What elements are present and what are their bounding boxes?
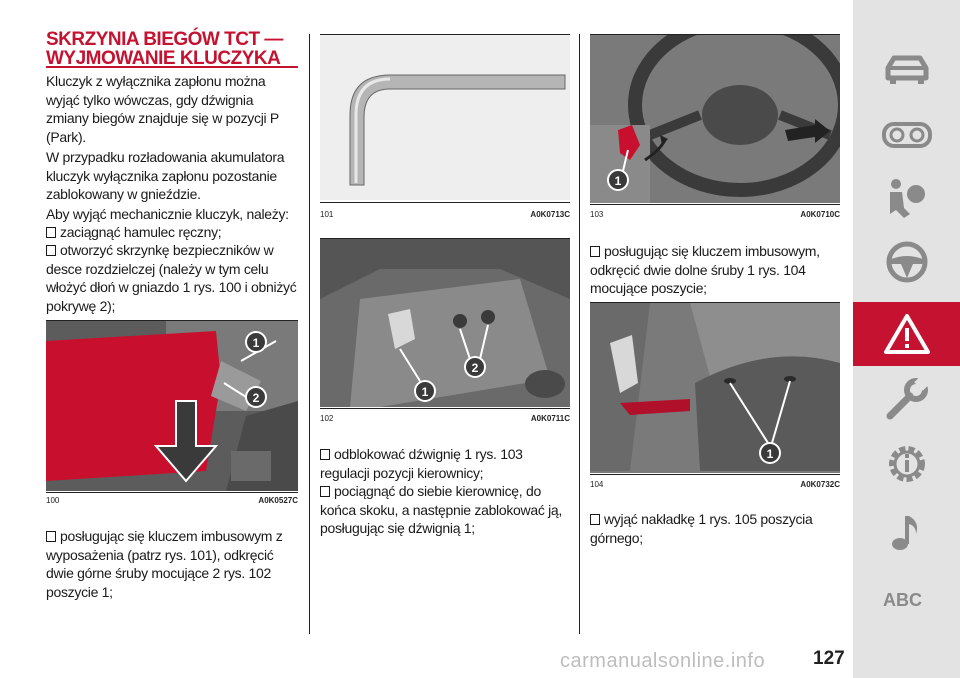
warning-triangle-icon [884, 314, 930, 354]
figure-code: A0K0527C [258, 496, 298, 505]
callout-1: 1 [767, 447, 774, 461]
sidebar-item-safety[interactable] [853, 166, 960, 230]
figure-number: 100 [46, 496, 60, 505]
figure-code: A0K0713C [530, 210, 570, 219]
checkbox-bullet [320, 449, 330, 460]
sidebar-item-maintenance[interactable] [853, 366, 960, 430]
checkbox-bullet [46, 227, 56, 238]
callout-2: 2 [253, 391, 260, 405]
figure-code: A0K0711C [530, 414, 570, 423]
sidebar-item-driving[interactable] [853, 230, 960, 294]
page-number: 127 [813, 648, 845, 669]
chapter-sidebar: ABC [853, 0, 960, 678]
callout-2: 2 [472, 361, 479, 375]
checkbox-bullet [590, 514, 600, 525]
checkbox-bullet [46, 245, 56, 256]
section-title-line1: SKRZYNIA BIEGÓW TCT — [46, 29, 283, 50]
sidebar-item-index[interactable]: ABC [883, 590, 922, 610]
step-text: zaciągnąć hamulec ręczny; [60, 224, 222, 240]
figure-code: A0K0732C [800, 480, 840, 489]
section-title-line2: WYJMOWANIE KLUCZYKA [46, 48, 281, 69]
figure-number: 104 [590, 480, 604, 489]
title-underline [46, 66, 298, 68]
sidebar-item-car[interactable] [853, 38, 960, 102]
figure-code: A0K0710C [800, 210, 840, 219]
step-item: odblokować dźwignię 1 rys. 103 regulacji… [320, 445, 570, 482]
checkbox-bullet [590, 246, 600, 257]
checkbox-bullet [320, 486, 330, 497]
figure-number: 101 [320, 210, 334, 219]
callout-1: 1 [615, 174, 622, 188]
dashboard-icon [882, 122, 932, 148]
figure-100: 1 2 100 A0K0527C [46, 320, 298, 508]
step-item: pociągnąć do siebie kierownicę, do końca… [320, 482, 570, 538]
hex-key-illustration [320, 35, 570, 200]
column-divider [309, 34, 310, 634]
sidebar-item-technical[interactable] [853, 432, 960, 496]
step-item: posługując się kluczem imbusowym, odkręc… [590, 242, 842, 298]
sidebar-item-multimedia[interactable] [853, 500, 960, 564]
paragraph-steps-intro: Aby wyjąć mechanicznie kluczyk, należy: [46, 206, 289, 222]
fuse-box-illustration: 1 2 [46, 321, 298, 491]
step-item: posługując się kluczem imbusowym z wypos… [46, 527, 298, 601]
step-text: wyjąć nakładkę 1 rys. 105 poszycia górne… [590, 511, 813, 546]
step-text: otworzyć skrzynkę bezpieczników w desce … [46, 242, 297, 314]
paragraph-battery: W przypadku rozładowania akumulatora klu… [46, 149, 285, 202]
figure-104: 1 104 A0K0732C [590, 302, 840, 490]
watermark-text: carmanualsonline.info [560, 650, 766, 672]
sidebar-item-dashboard[interactable] [853, 102, 960, 166]
airbag-icon [890, 179, 925, 218]
steering-column-cover-illustration: 1 2 [320, 239, 570, 407]
step-text: posługując się kluczem imbusowym z wypos… [46, 528, 283, 600]
paragraph-intro: Kluczyk z wyłącznika zapłonu można wyjąć… [46, 73, 279, 145]
figure-number: 102 [320, 414, 334, 423]
step-text: posługując się kluczem imbusowym, odkręc… [590, 243, 820, 296]
figure-103: 1 103 A0K0710C [590, 34, 840, 222]
callout-1: 1 [253, 336, 260, 350]
steering-wheel-icon [886, 241, 928, 283]
sidebar-item-emergency[interactable] [853, 302, 960, 366]
checkbox-bullet [46, 531, 56, 542]
figure-number: 103 [590, 210, 604, 219]
step-text: pociągnąć do siebie kierownicę, do końca… [320, 483, 563, 536]
step-item: zaciągnąć hamulec ręczny; [46, 223, 298, 242]
gear-info-icon [889, 446, 925, 482]
wrench-icon [886, 375, 930, 420]
step-item: wyjąć nakładkę 1 rys. 105 poszycia górne… [590, 510, 842, 547]
lower-cover-screws-illustration: 1 [590, 303, 840, 473]
step-text: odblokować dźwignię 1 rys. 103 regulacji… [320, 446, 523, 481]
step-item: otworzyć skrzynkę bezpieczników w desce … [46, 241, 298, 315]
figure-101: 101 A0K0713C [320, 34, 570, 222]
steering-wheel-illustration: 1 [590, 35, 840, 203]
car-icon [885, 55, 929, 84]
column-divider [579, 34, 580, 634]
figure-102: 1 2 102 A0K0711C [320, 238, 570, 426]
section-title: SKRZYNIA BIEGÓW TCT — WYJMOWANIE KLUCZYK… [46, 30, 298, 68]
callout-1: 1 [422, 385, 429, 399]
music-note-icon [892, 516, 918, 550]
